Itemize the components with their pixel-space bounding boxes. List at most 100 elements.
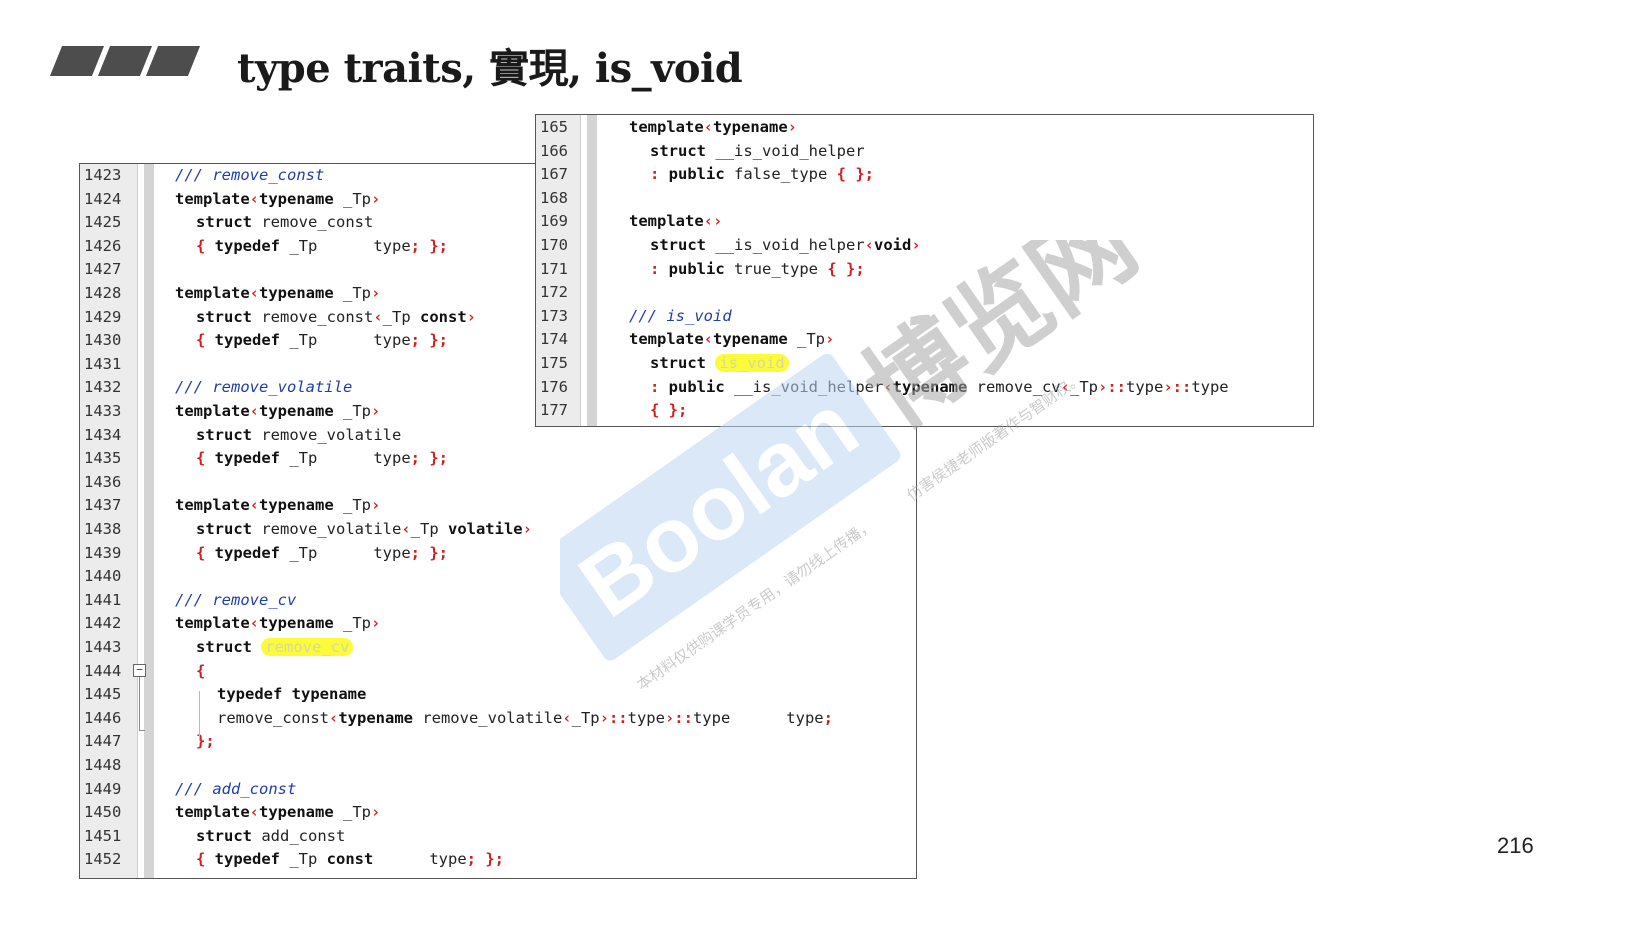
code-token: template: [175, 614, 250, 633]
code-token: {: [196, 850, 215, 869]
highlighted-token: is_void: [715, 354, 789, 372]
code-token: typename: [259, 803, 334, 822]
line-number: 1424: [84, 189, 122, 208]
code-token: {: [196, 449, 215, 468]
code-token: ›::: [599, 708, 628, 727]
code-token: {: [196, 331, 215, 350]
code-text: template‹typename _Tp›: [175, 494, 380, 518]
line-number: 175: [540, 354, 568, 372]
code-token: _Tp: [333, 614, 371, 633]
code-token: ; };: [410, 236, 448, 255]
code-token: ‹›: [703, 212, 723, 231]
code-token: ›: [370, 803, 381, 822]
code-token: ‹: [883, 377, 893, 396]
code-text: template‹typename _Tp›: [175, 282, 380, 306]
code-line: 1430{ typedef _Tp type; };: [80, 329, 916, 353]
code-token: ›: [787, 118, 797, 136]
code-text: /// remove_const: [175, 164, 324, 188]
line-number: 1425: [84, 213, 122, 232]
code-token: ; };: [410, 331, 448, 350]
code-token: { };: [650, 401, 688, 420]
code-token: _Tp: [333, 189, 371, 208]
code-token: true_type: [724, 259, 828, 278]
code-text: remove_const‹typename remove_volatile‹_T…: [217, 707, 833, 731]
code-token: template: [175, 496, 250, 515]
code-line: 1448: [80, 754, 916, 778]
code-token: _Tp: [382, 307, 420, 326]
code-line: 172: [536, 281, 1313, 305]
code-token: type type: [692, 708, 824, 727]
code-token: ›: [370, 284, 381, 302]
line-number: 176: [540, 377, 568, 396]
code-token: ›: [824, 330, 835, 349]
code-token: remove_volatile: [412, 708, 563, 727]
code-text: struct add_const: [196, 825, 345, 849]
code-line: 1428 template‹typename _Tp›: [80, 282, 916, 306]
line-number: 171: [540, 259, 568, 278]
code-token: typedef typename: [217, 685, 367, 704]
code-token: ›: [370, 614, 381, 633]
code-token: { };: [836, 165, 874, 184]
code-token: _Tp: [787, 330, 825, 349]
line-number: 1440: [84, 567, 122, 586]
code-token: struct: [650, 236, 706, 254]
code-token: typename: [259, 614, 334, 633]
code-token: :: [650, 259, 669, 278]
code-token: template: [175, 189, 250, 208]
code-token: {: [196, 236, 215, 255]
line-number: 1434: [84, 425, 122, 444]
fold-line: [139, 677, 140, 731]
fold-end: [139, 730, 145, 731]
code-token: };: [196, 732, 215, 751]
code-text: : public true_type { };: [650, 258, 865, 282]
code-token: ; };: [466, 850, 504, 869]
line-number: 1435: [84, 449, 122, 468]
code-token: template: [175, 284, 250, 302]
code-line: 1436: [80, 471, 916, 495]
code-text: { typedef _Tp const type; };: [196, 848, 504, 872]
code-text: template‹typename _Tp›: [175, 400, 380, 424]
code-token: typename: [259, 496, 334, 515]
code-token: _Tp: [1069, 377, 1098, 396]
line-number: 1431: [84, 354, 122, 373]
code-line: 1434 struct remove_volatile: [80, 424, 916, 448]
gutter-margin: [144, 164, 154, 878]
code-token: ‹: [249, 803, 259, 822]
code-token: ›: [370, 189, 381, 208]
code-line: 171 : public true_type { };: [536, 258, 1313, 282]
line-number: 1441: [84, 590, 122, 609]
code-token: _Tp type: [280, 449, 411, 468]
code-token: type: [1125, 377, 1164, 396]
code-text: template‹›: [629, 210, 722, 234]
line-number: 165: [540, 118, 568, 136]
code-token: ; };: [410, 449, 448, 468]
code-line: 175 struct is_void: [536, 352, 1313, 376]
code-token: ‹: [328, 708, 339, 727]
code-token: ‹: [1060, 377, 1070, 396]
code-line: 1444{: [80, 660, 916, 684]
code-token: _Tp: [280, 850, 327, 869]
code-token: remove_const: [217, 708, 329, 727]
code-text: struct remove_volatile: [196, 424, 401, 448]
line-number: 1428: [84, 284, 122, 302]
title-decoration: [49, 46, 201, 78]
code-token: [706, 354, 715, 372]
code-token: [252, 638, 261, 656]
code-token: public: [668, 259, 725, 278]
code-token: template: [629, 118, 704, 136]
code-token: typedef: [214, 331, 280, 350]
code-token: typename: [892, 377, 968, 396]
fold-collapse-icon[interactable]: −: [133, 664, 146, 677]
line-number: 167: [540, 165, 568, 184]
code-token: volatile: [447, 520, 523, 538]
line-number: 1444: [84, 661, 122, 680]
code-token: struct: [650, 354, 706, 372]
line-number: 1447: [84, 732, 122, 751]
code-token: __is_void_helper: [724, 377, 884, 396]
code-token: ‹: [249, 284, 259, 302]
